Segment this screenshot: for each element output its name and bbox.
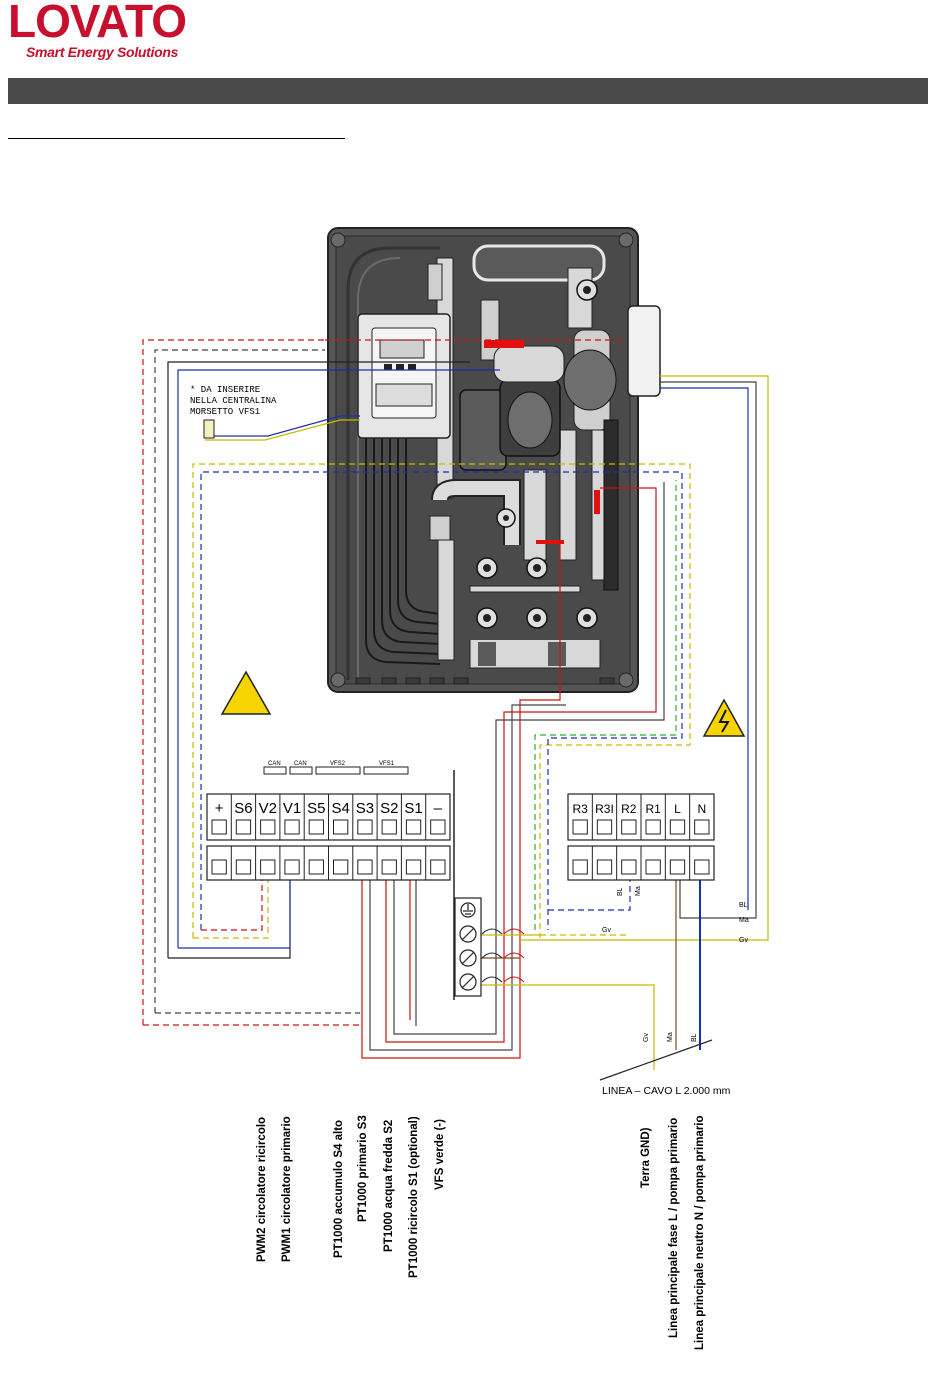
connector-strip bbox=[263, 766, 409, 775]
left-terminal-block: + S6 V2 V1 S5 S4 S3 S2 S1– bbox=[206, 793, 451, 881]
left-terminal-screw bbox=[308, 859, 325, 875]
right-terminal-screw bbox=[572, 819, 588, 835]
brand-tagline: Smart Energy Solutions bbox=[26, 44, 179, 60]
right-terminal-label: L bbox=[674, 802, 681, 816]
left-terminal-screw bbox=[405, 859, 422, 875]
wire-code-gv-3: Gv bbox=[643, 1033, 650, 1042]
wire-function-label: Linea principale neutro N / pompa primar… bbox=[694, 1115, 706, 1350]
section-rule bbox=[8, 138, 345, 139]
left-terminal-screw bbox=[260, 819, 276, 835]
left-terminal-screw bbox=[308, 819, 325, 835]
wire-code-gv-2: Gv bbox=[602, 927, 611, 934]
note-line-3: MORSETTO VFS1 bbox=[190, 407, 260, 417]
right-terminal-screw bbox=[694, 859, 710, 875]
note-line-2: NELLA CENTRALINA bbox=[190, 396, 277, 406]
right-terminal-block: R3 R3I R2 R1 L N bbox=[567, 793, 715, 881]
left-terminal-label: S3 bbox=[356, 800, 374, 817]
right-terminal-screw bbox=[572, 859, 588, 875]
warning-triangle-icon bbox=[220, 670, 272, 715]
connector-label-vfs1: VFS1 bbox=[379, 761, 395, 767]
left-terminal-screw bbox=[235, 819, 252, 835]
left-terminal-screw bbox=[357, 819, 373, 835]
right-terminal-label: R3 bbox=[572, 802, 588, 816]
wire-code-bl: BL bbox=[739, 902, 748, 909]
left-terminal-screw bbox=[211, 859, 227, 875]
right-terminal-label: R2 bbox=[621, 802, 637, 816]
header-bar bbox=[8, 78, 928, 104]
wire-code-ma: Ma bbox=[739, 917, 749, 924]
note-line-1: * DA INSERIRE bbox=[190, 385, 260, 395]
left-terminal-label: – bbox=[434, 800, 443, 817]
left-terminal-screw bbox=[357, 859, 373, 875]
left-terminal-screw bbox=[235, 859, 252, 875]
wire-function-label: Terra GND) bbox=[640, 1127, 652, 1189]
right-terminal-screw bbox=[621, 819, 637, 835]
left-terminal-screw bbox=[430, 859, 446, 875]
right-terminal-label: R3I bbox=[595, 802, 614, 816]
wires bbox=[142, 339, 769, 1081]
wire-code-gv: Gv bbox=[739, 937, 748, 944]
wire-function-label: PWM1 circolatore primario bbox=[281, 1116, 293, 1262]
left-terminal-label: S4 bbox=[331, 800, 349, 817]
right-terminal-screw bbox=[694, 819, 710, 835]
left-terminal-screw bbox=[211, 819, 227, 835]
left-terminal-label: S6 bbox=[234, 800, 252, 817]
left-terminal-label: V1 bbox=[283, 800, 301, 817]
connector-label-can-1: CAN bbox=[268, 761, 281, 767]
left-terminal-screw bbox=[284, 819, 300, 835]
ground-terminal-column bbox=[453, 770, 525, 1000]
brand-logo: LOVATO Smart Energy Solutions bbox=[8, 0, 193, 64]
wire-function-label: PWM2 circolatore ricircolo bbox=[256, 1116, 268, 1262]
wire-code-bl-2: BL bbox=[617, 887, 624, 896]
wire-function-label: Linea principale fase L / pompa primario bbox=[668, 1117, 680, 1338]
left-terminal-screw bbox=[260, 859, 276, 875]
right-terminal-screw bbox=[669, 859, 686, 875]
wire-code-bl-3: BL bbox=[691, 1033, 698, 1042]
right-terminal-label: R1 bbox=[645, 802, 661, 816]
wire-function-label: VFS verde (-) bbox=[434, 1119, 446, 1190]
electric-hazard-icon bbox=[702, 698, 746, 737]
wire-function-label: PT1000 ricircolo S1 (optional) bbox=[408, 1116, 420, 1278]
right-terminal-screw bbox=[596, 859, 613, 875]
connector-label-can-2: CAN bbox=[294, 761, 307, 767]
wire-function-label: PT1000 acqua fredda S2 bbox=[383, 1119, 395, 1252]
wire-code-ma-3: Ma bbox=[667, 1032, 674, 1042]
left-terminal-label: V2 bbox=[259, 800, 277, 817]
left-terminal-screw bbox=[405, 819, 422, 835]
wire-code-ma-2: Ma bbox=[635, 886, 642, 896]
right-terminal-screw bbox=[669, 819, 686, 835]
right-terminal-screw bbox=[645, 859, 661, 875]
left-terminal-screw bbox=[333, 859, 349, 875]
left-terminal-screw bbox=[381, 859, 397, 875]
left-terminal-label: S5 bbox=[307, 800, 325, 817]
left-terminal-screw bbox=[333, 819, 349, 835]
connector-label-vfs2: VFS2 bbox=[330, 761, 346, 767]
right-terminal-screw bbox=[645, 819, 661, 835]
right-terminal-label: N bbox=[697, 802, 706, 816]
left-terminal-label: S2 bbox=[380, 800, 398, 817]
left-terminal-screw bbox=[381, 819, 397, 835]
brand-name: LOVATO bbox=[8, 0, 187, 47]
hydraulic-module bbox=[327, 227, 661, 693]
right-terminal-screw bbox=[596, 819, 613, 835]
left-terminal-label: S1 bbox=[404, 800, 422, 817]
cable-label: LINEA – CAVO L 2.000 mm bbox=[602, 1085, 731, 1097]
wire-function-label: PT1000 primario S3 bbox=[357, 1115, 369, 1222]
right-terminal-screw bbox=[621, 859, 637, 875]
left-terminal-screw bbox=[284, 859, 300, 875]
left-terminal-screw bbox=[430, 819, 446, 835]
wire-function-label: PT1000 accumulo S4 alto bbox=[333, 1119, 345, 1258]
left-terminal-label: + bbox=[215, 800, 224, 817]
